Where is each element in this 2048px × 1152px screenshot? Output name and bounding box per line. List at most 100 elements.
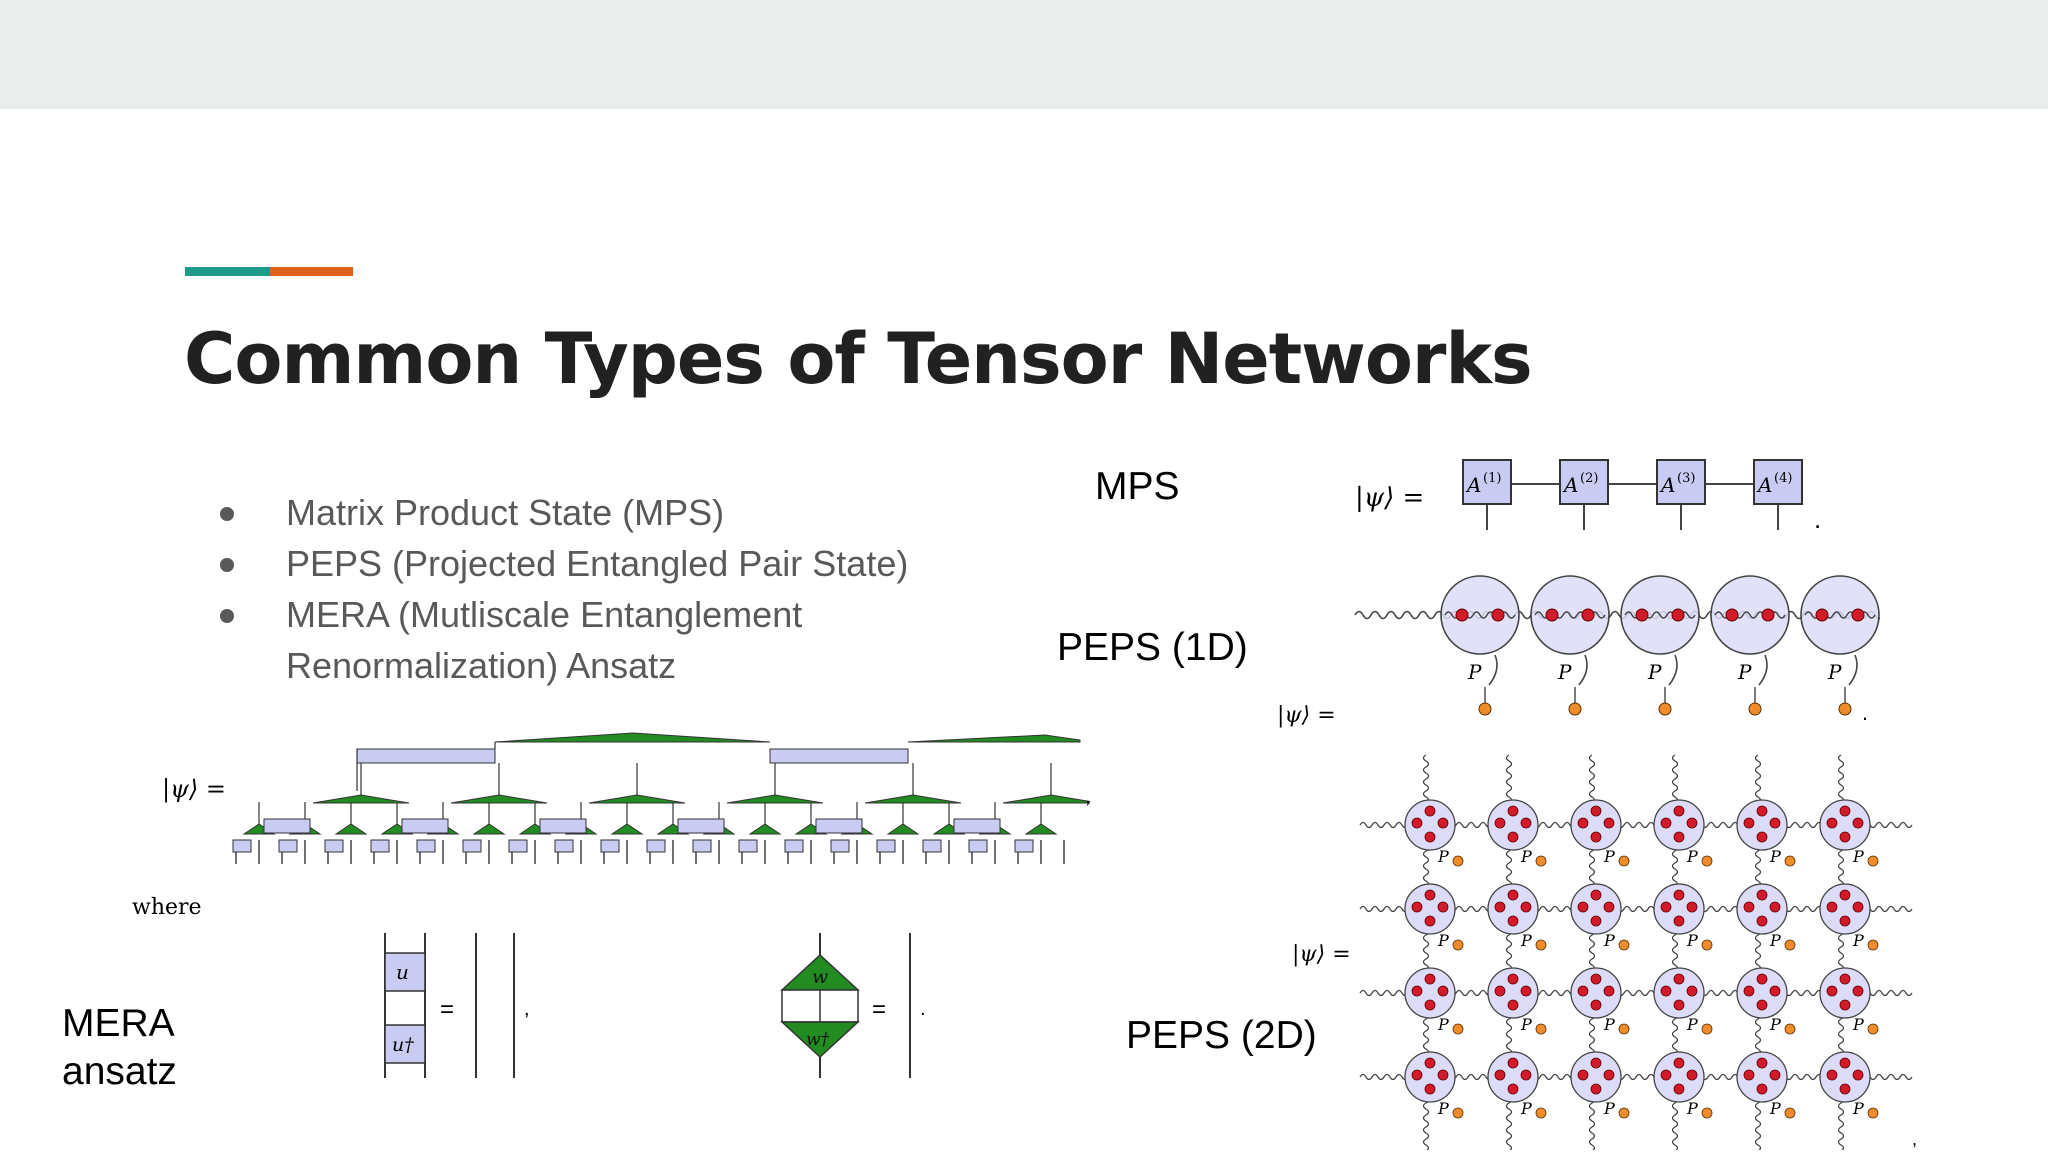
peps-2d-virtual-dot <box>1673 831 1685 843</box>
peps-1d-virtual-dot <box>1455 608 1469 622</box>
peps-2d-virtual-dot <box>1437 985 1449 997</box>
peps-1d-projector-arrow <box>1578 654 1588 686</box>
peps-2d-virtual-dot <box>1424 1057 1436 1069</box>
peps-2d-site <box>1404 1051 1456 1103</box>
peps-2d-virtual-dot <box>1590 831 1602 843</box>
peps-2d-physical-dot <box>1701 939 1713 951</box>
mps-psi-label: |ψ⟩ = <box>1355 483 1424 513</box>
label-mps: MPS <box>1095 465 1180 508</box>
mera-bottom-disentangler <box>830 839 850 853</box>
peps-2d-site <box>1487 1051 1539 1103</box>
peps-2d-virtual-dot <box>1494 817 1506 829</box>
peps-2d-physical-dot <box>1618 855 1630 867</box>
mps-tensor-superscript: (2) <box>1580 471 1598 486</box>
peps-1d-projector-label: P <box>1647 660 1662 684</box>
peps-2d-psi-label: |ψ⟩ = <box>1292 942 1351 967</box>
mera-bottom-disentangler <box>968 839 988 853</box>
peps-2d-virtual-dot <box>1756 973 1768 985</box>
peps-2d-virtual-dot <box>1686 985 1698 997</box>
mera-network: , <box>232 732 1090 864</box>
slide-top-band <box>0 0 2048 109</box>
peps-2d-virtual-dot <box>1839 973 1851 985</box>
peps-2d-physical-dot <box>1535 939 1547 951</box>
peps-2d-virtual-dot <box>1839 1057 1851 1069</box>
peps-1d-virtual-dot <box>1491 608 1505 622</box>
peps-2d-virtual-dot <box>1494 901 1506 913</box>
mera-middle-isometry <box>864 794 962 804</box>
peps-2d-virtual-dot <box>1590 999 1602 1011</box>
peps-2d-projector-label: P <box>1520 847 1532 866</box>
peps-2d-physical-dot <box>1535 1107 1547 1119</box>
peps-2d-virtual-dot <box>1743 817 1755 829</box>
mps-chain: A(1)A(2)A(3)A(4) <box>1462 459 1803 530</box>
peps-2d-projector-label: P <box>1769 1099 1781 1118</box>
mera-middle-isometry <box>726 794 824 804</box>
peps-2d-virtual-dot <box>1769 1069 1781 1081</box>
mps-tensor-box <box>1462 459 1512 505</box>
mps-tensor-label: A <box>1562 473 1578 497</box>
peps-2d-virtual-dot <box>1424 999 1436 1011</box>
peps-2d-projector-label: P <box>1686 1099 1698 1118</box>
mera-middle-isometry <box>312 794 410 804</box>
peps-2d-comma: , <box>1912 1129 1917 1149</box>
peps-2d-virtual-dot <box>1686 817 1698 829</box>
peps-2d-projector-label: P <box>1603 1015 1615 1034</box>
mera-middle-isometry <box>588 794 686 804</box>
peps-2d-physical-dot <box>1452 1023 1464 1035</box>
peps-2d-virtual-dot <box>1603 985 1615 997</box>
mera-top-isometry <box>494 732 771 743</box>
mera-middle-disentangler <box>401 818 449 834</box>
mera-w-dagger-label: w† <box>806 1030 830 1050</box>
peps-2d-virtual-dot <box>1507 805 1519 817</box>
mera-w-dagger-triangle <box>780 1021 860 1059</box>
mera-w-label: w <box>812 966 828 988</box>
peps-2d-virtual-dot <box>1686 1069 1698 1081</box>
peps-2d-virtual-dot <box>1756 915 1768 927</box>
peps-2d-physical-dot <box>1784 855 1796 867</box>
peps-2d-projector-label: P <box>1437 847 1449 866</box>
peps-2d-virtual-dot <box>1769 985 1781 997</box>
mera-bottom-disentangler <box>738 839 758 853</box>
mera-bottom-disentangler <box>324 839 344 853</box>
peps-2d-virtual-dot <box>1756 889 1768 901</box>
mps-tensor-label: A <box>1659 473 1675 497</box>
mera-equals-sign: = <box>872 996 886 1023</box>
peps-2d-projector-label: P <box>1769 847 1781 866</box>
peps-2d-virtual-dot <box>1743 1069 1755 1081</box>
peps-2d-site <box>1653 967 1705 1019</box>
mera-middle-disentangler <box>539 818 587 834</box>
peps-1d-virtual-dot <box>1725 608 1739 622</box>
mera-bottom-disentangler <box>646 839 666 853</box>
peps-2d-projector-label: P <box>1603 1099 1615 1118</box>
peps-2d-site <box>1819 799 1871 851</box>
peps-2d-site <box>1404 883 1456 935</box>
peps-2d-virtual-dot <box>1507 1083 1519 1095</box>
peps-2d-projector-label: P <box>1769 1015 1781 1034</box>
peps-2d-virtual-dot <box>1852 817 1864 829</box>
mps-tensor-superscript: (1) <box>1483 471 1501 486</box>
mera-middle-isometry <box>450 794 548 804</box>
peps-2d-virtual-dot <box>1507 831 1519 843</box>
peps-2d-virtual-dot <box>1590 805 1602 817</box>
peps-1d-psi-label: |ψ⟩ = <box>1277 703 1336 728</box>
mera-middle-disentangler <box>263 818 311 834</box>
peps-2d-projector-label: P <box>1852 1099 1864 1118</box>
mera-bottom-disentangler <box>462 839 482 853</box>
peps-1d-projector-label: P <box>1827 660 1842 684</box>
peps-2d-virtual-dot <box>1673 915 1685 927</box>
peps-2d-virtual-dot <box>1756 805 1768 817</box>
mera-bottom-isometry <box>610 823 644 835</box>
peps-2d-projector-label: P <box>1852 931 1864 950</box>
mps-tensor-superscript: (3) <box>1677 471 1695 486</box>
peps-1d-virtual-dot <box>1815 608 1829 622</box>
peps-2d-physical-dot <box>1701 1107 1713 1119</box>
peps-2d-site <box>1653 1051 1705 1103</box>
peps-1d-projector-label: P <box>1467 660 1482 684</box>
peps-2d-virtual-dot <box>1590 889 1602 901</box>
mera-bottom-isometry <box>748 823 782 835</box>
peps-2d-virtual-dot <box>1756 1057 1768 1069</box>
peps-1d-projector-label: P <box>1737 660 1752 684</box>
mera-bottom-disentangler <box>1014 839 1034 853</box>
peps-2d-projector-label: P <box>1603 931 1615 950</box>
